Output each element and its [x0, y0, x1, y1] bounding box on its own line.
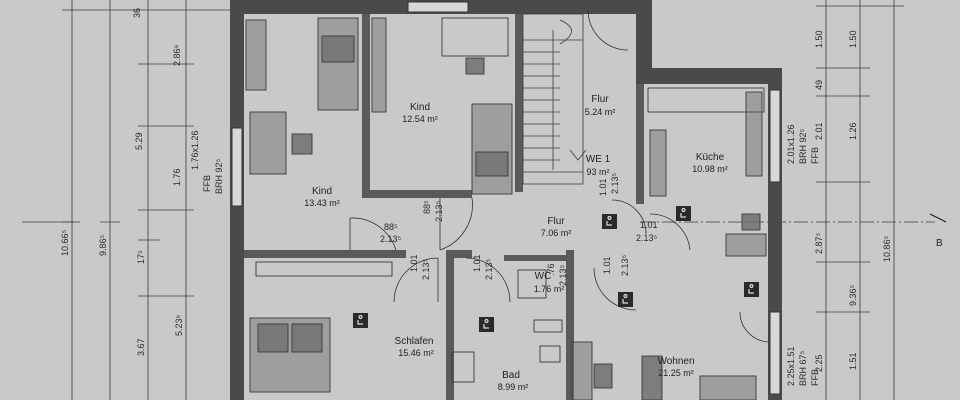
dim-label: 5.29 [134, 132, 144, 150]
dim-label: FFB [810, 147, 820, 164]
room-area-kind-2: 13.43 m² [304, 198, 340, 208]
door-height-label: 2.13⁵ [434, 200, 444, 222]
dim-label: 2.25 [814, 354, 824, 372]
dim-label: 9.86⁵ [98, 234, 108, 256]
left-dimension-labels: 36 2.86⁹ 5.29 1.76 1.76x1.26 FFB BRH 92⁵… [60, 8, 224, 356]
door-height-label: 2.13⁵ [558, 264, 568, 286]
wheelchair-icon [353, 313, 368, 328]
dim-label: 2.01 [814, 122, 824, 140]
room-area-schlafen: 15.46 m² [398, 348, 434, 358]
dim-label: 1.50 [848, 30, 858, 48]
room-area-we: 93 m² [586, 167, 609, 177]
door-height-label: 2.13⁵ [484, 258, 494, 280]
door-width-label: 1.01 [640, 220, 658, 230]
dim-label: 10.86⁵ [882, 235, 892, 262]
dim-label: 10.66⁵ [60, 229, 70, 256]
door-height-label: 2.13⁵ [380, 234, 402, 244]
door-height-label: 2.13⁵ [610, 172, 620, 194]
dim-label: 1.51 [848, 352, 858, 370]
right-dimension-labels: 1.50 1.50 49 2.01 1.26 2.01x1.26 BRH 92⁵… [786, 30, 892, 386]
dim-label: 49 [814, 80, 824, 90]
door-labels: 88⁵ 2.13⁵ 88⁵ 2.13⁵ 1.01 2.13⁵ 1.01 2.13… [380, 172, 658, 286]
room-area-flur-mid: 7.06 m² [541, 228, 572, 238]
dim-label: 1.76 [172, 168, 182, 186]
dim-label: 3.67 [136, 338, 146, 356]
dim-label: 1.50 [814, 30, 824, 48]
wheelchair-icon [618, 292, 633, 307]
windows [231, 1, 781, 395]
interior-walls [244, 14, 644, 400]
dim-label: 2.86⁹ [172, 44, 182, 66]
dim-label: 36 [132, 8, 142, 18]
door-height-label: 2.13⁵ [421, 258, 431, 280]
door-width-label: 1.01 [602, 256, 612, 274]
wheelchair-icon [479, 317, 494, 332]
room-area-wohnen: 21.25 m² [658, 368, 694, 378]
room-name-we: WE 1 [586, 154, 611, 165]
door-height-label: 2.13⁵ [636, 233, 658, 243]
wheelchair-icon [602, 214, 617, 229]
left-dimension-lines [22, 0, 230, 400]
room-name-flur-mid: Flur [547, 216, 565, 227]
door-swings [349, 9, 771, 343]
door-width-label: 88⁵ [422, 200, 432, 214]
staircase [522, 13, 587, 185]
door-height-label: 2.13⁵ [620, 254, 630, 276]
dim-label: BRH 67⁵ [798, 350, 808, 386]
wheelchair-icon [744, 282, 759, 297]
dim-label: FFB [202, 175, 212, 192]
room-area-kueche: 10.98 m² [692, 164, 728, 174]
door-width-label: 1.01 [409, 254, 419, 272]
dim-label: 2.87⁵ [814, 232, 824, 254]
wheelchair-icon [676, 206, 691, 221]
room-name-kueche: Küche [696, 152, 725, 163]
door-width-label: .76 [546, 263, 556, 276]
door-width-label: 1.01 [472, 254, 482, 272]
room-area-wc: 1.76 m² [534, 284, 565, 294]
dim-label: 5.23⁶ [174, 314, 184, 336]
dim-label: FFB [810, 369, 820, 386]
room-area-kind-1: 12.54 m² [402, 114, 438, 124]
right-dimension-lines [640, 0, 947, 400]
dim-label: 1.26 [848, 122, 858, 140]
dim-label: 2.01x1.26 [786, 124, 796, 164]
door-width-label: 88⁵ [384, 222, 398, 232]
section-marker: B [936, 238, 943, 249]
room-name-flur-top: Flur [591, 94, 609, 105]
room-name-wc: WC [535, 271, 552, 282]
room-name-bad: Bad [502, 370, 520, 381]
dim-label: 9.36⁵ [848, 284, 858, 306]
room-area-flur-top: 5.24 m² [585, 107, 616, 117]
dim-label: 2.25x1.51 [786, 346, 796, 386]
room-name-kind-1: Kind [410, 102, 430, 113]
furniture [245, 17, 767, 400]
room-labels: Kind 12.54 m² Kind 13.43 m² Flur 5.24 m²… [304, 94, 728, 392]
accessibility-icons [353, 206, 759, 332]
dim-label: BRH 92⁵ [214, 158, 224, 194]
door-width-label: 1.01 [598, 178, 608, 196]
room-name-schlafen: Schlafen [395, 336, 434, 347]
dim-label: 1.76x1.26 [190, 130, 200, 170]
room-name-kind-2: Kind [312, 186, 332, 197]
dim-label: BRH 92⁵ [798, 128, 808, 164]
room-area-bad: 8.99 m² [498, 382, 529, 392]
room-name-wohnen: Wohnen [657, 356, 694, 367]
dim-label: 17⁵ [136, 250, 146, 264]
